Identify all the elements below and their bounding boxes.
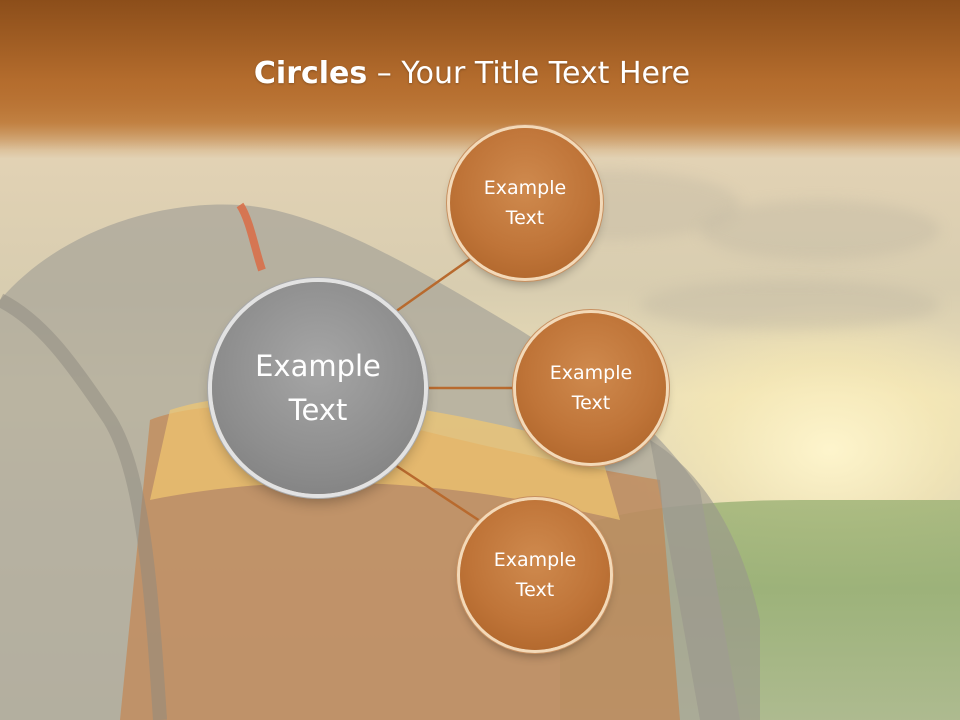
outer-circle-middle[interactable]: Example Text (516, 313, 666, 463)
title-rest: – Your Title Text Here (367, 56, 691, 91)
title-bold: Circles (253, 56, 368, 91)
connector-bottom (394, 463, 481, 523)
outer-circle-bottom[interactable]: Example Text (460, 500, 610, 650)
outer-circle-top[interactable]: Example Text (450, 128, 600, 278)
slide-title: Circles – Your Title Text Here (0, 56, 944, 91)
cloud (640, 280, 940, 330)
outer-circle-label: Example Text (483, 177, 567, 229)
center-circle[interactable]: Example Text (212, 282, 424, 494)
outer-circle-label: Example Text (549, 362, 633, 414)
cloud (700, 200, 940, 260)
center-circle-label: Example Text (255, 349, 381, 427)
connector-top (394, 250, 481, 314)
outer-circle-label: Example Text (493, 549, 577, 601)
title-bar (0, 0, 960, 150)
